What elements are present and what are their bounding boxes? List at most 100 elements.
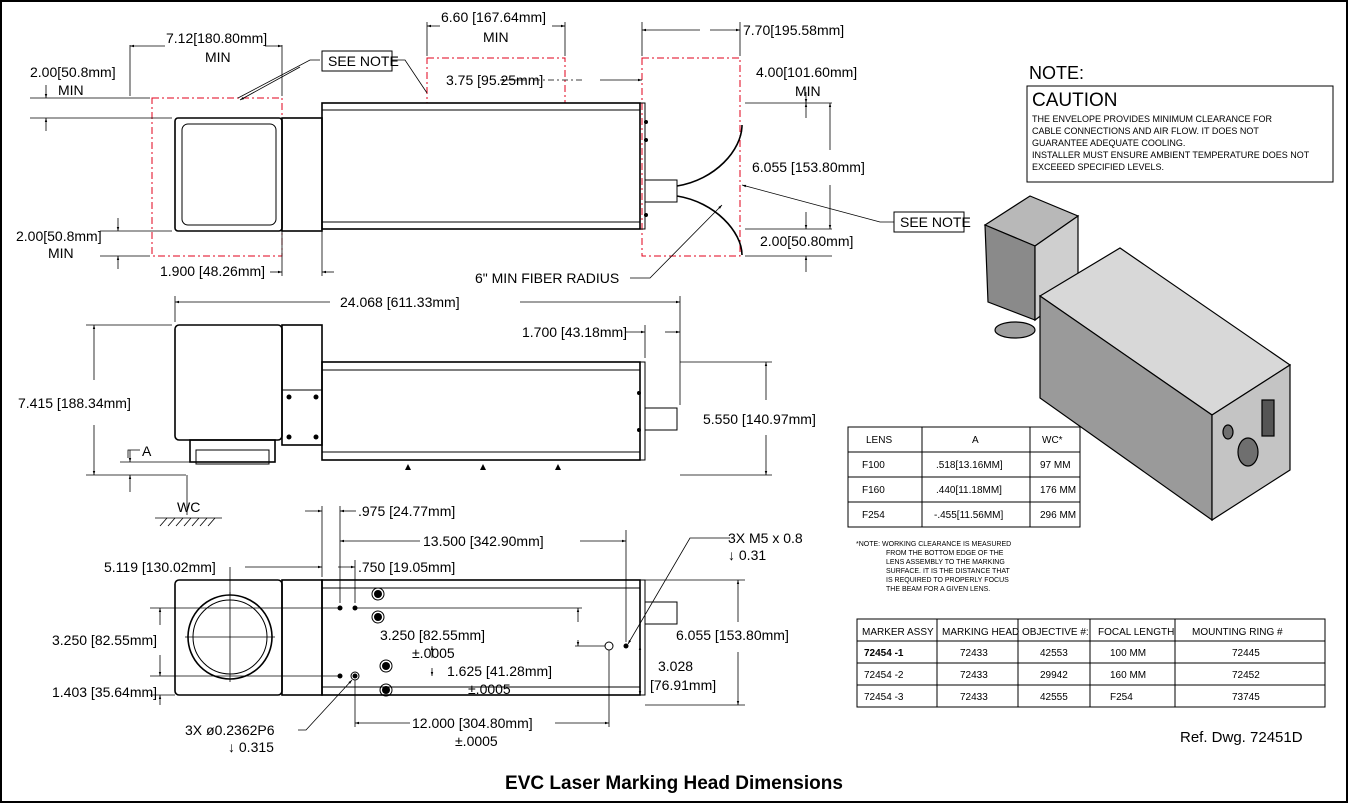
dim-1403: 1.403 [35.64mm] [52,684,157,700]
dim-24068: 24.068 [611.33mm] [340,294,460,310]
note-line-1: THE ENVELOPE PROVIDES MINIMUM CLEARANCE … [1032,114,1273,124]
assy-r3-c2: 72433 [960,692,988,703]
assy-r1-c2: 72433 [960,648,988,659]
assy-r2-c1: 72454 -2 [864,670,904,681]
dim-3250-tol: ±.0005 [412,645,455,661]
assy-r2-c4: 160 MM [1110,670,1146,681]
dim-770: 7.70[195.58mm] [743,22,844,38]
dim-660-min: MIN [483,29,509,45]
assy-r2-c2: 72433 [960,670,988,681]
side-connector [644,407,678,431]
label-a: A [142,443,152,459]
hole-callout-line2: ↓ 0.315 [228,739,274,755]
fiber-curve [676,124,743,187]
assy-r2-c3: 29942 [1040,670,1068,681]
assy-r2-c5: 72452 [1232,670,1260,681]
side-view: 24.068 [611.33mm] 1.700 [43.18mm] 7.415 … [18,294,816,527]
assy-header-1: MARKER ASSY [862,627,934,638]
note-block: NOTE: CAUTION THE ENVELOPE PROVIDES MINI… [1026,63,1334,183]
lens-note-5: IS REQUIRED TO PROPERLY FOCUS [886,577,1009,584]
dim-3250-mid: 3.250 [82.55mm] [380,627,485,643]
lens-a-3: -.455[11.56MM] [934,510,1004,521]
note-heading: NOTE: [1029,63,1084,83]
dim-1625-tol: ±.0005 [468,681,511,697]
lens-wc-2: 176 MM [1040,485,1076,496]
assy-header-3: OBJECTIVE #: [1022,627,1089,638]
dim-200-bot-min: MIN [48,245,74,261]
fiber-connector [644,179,678,203]
dim-975: .975 [24.77mm] [358,503,455,519]
dim-3028: 3.028 [658,658,693,674]
dim-1625: 1.625 [41.28mm] [447,663,552,679]
dim-12000-tol: ±.0005 [455,733,498,749]
assembly-table: MARKER ASSY MARKING HEAD OBJECTIVE #: FO… [856,618,1326,708]
bottom-connector [644,601,678,625]
iso-lens [994,321,1036,339]
lens-wc-1: 97 MM [1040,460,1071,471]
top-view: 7.12[180.80mm] MIN 6.60 [167.64mm] MIN 7… [16,9,971,286]
assy-r1-c4: 100 MM [1110,648,1146,659]
lens-note-6: THE BEAM FOR A GIVEN LENS. [886,586,990,593]
dim-375: 3.75 [95.25mm] [446,72,543,88]
see-note-box-2 [893,211,965,233]
dim-400: 4.00[101.60mm] [756,64,857,80]
side-lens [189,439,276,463]
bottom-view: .975 [24.77mm] 13.500 [342.90mm] 3X M5 x… [52,503,803,755]
drawing-title: EVC Laser Marking Head Dimensions [505,773,843,794]
dim-5550: 5.550 [140.97mm] [703,411,816,427]
lens-a-1: .518[13.16MM] [936,460,1003,471]
dim-6055-bottom: 6.055 [153.80mm] [676,627,789,643]
note-line-2: CABLE CONNECTIONS AND AIR FLOW. IT DOES … [1032,126,1259,136]
envelope-right [641,57,741,257]
note-line-5: EXCEEED SPECIFIED LEVELS. [1032,162,1164,172]
dim-200-right: 2.00[50.80mm] [760,233,853,249]
dim-200-bot: 2.00[50.8mm] [16,228,102,244]
assy-header-4: FOCAL LENGTH [1098,627,1174,638]
lens-note-3: LENS ASSEMBLY TO THE MARKING [886,559,1005,566]
assy-header-5: MOUNTING RING # [1192,627,1283,638]
reference-drawing: Ref. Dwg. 72451D [1180,729,1303,746]
hole-callout-line1: 3X ø0.2362P6 [185,722,275,738]
lens-name-3: F254 [862,510,885,521]
assy-r1-c5: 72445 [1232,648,1260,659]
lens-table: LENS A WC* F100 .518[13.16MM] 97 MM F160… [847,426,1081,593]
assy-r3-c1: 72454 -3 [864,692,904,703]
dim-200-top-min: MIN [58,82,84,98]
see-note-2: SEE NOTE [900,214,971,230]
lens-note-1: *NOTE: WORKING CLEARANCE IS MEASURED [856,541,1011,548]
m5-thread-line1: 3X M5 x 0.8 [728,530,803,546]
assy-r1-c1: 72454 -1 [864,648,904,659]
lens-header-wc: WC* [1042,435,1063,446]
lens-note-4: SURFACE. IT IS THE DISTANCE THAT [886,568,1011,575]
dim-1900: 1.900 [48.26mm] [160,263,265,279]
label-wc: WC [177,499,200,515]
assy-r3-c3: 42555 [1040,692,1068,703]
assy-r3-c5: 73745 [1232,692,1260,703]
lens-header-lens: LENS [866,435,892,446]
caution-box [1026,85,1334,183]
assy-r1-c3: 42553 [1040,648,1068,659]
dim-750: .750 [19.05mm] [358,559,455,575]
isometric-view [983,195,1292,522]
dim-7415: 7.415 [188.34mm] [18,395,131,411]
dim-712-min: MIN [205,49,231,65]
assy-header-2: MARKING HEAD [942,627,1019,638]
note-line-3: GUARANTEE ADEQUATE COOLING. [1032,138,1185,148]
lens-header-a: A [972,435,979,446]
lens-name-2: F160 [862,485,885,496]
dim-12000: 12.000 [304.80mm] [412,715,533,731]
lens-a-2: .440[11.18MM] [936,485,1002,496]
envelope-left [151,97,283,257]
lens-wc-3: 296 MM [1040,510,1076,521]
dim-3028-mm: [76.91mm] [650,677,716,693]
caution-label: CAUTION [1032,90,1118,111]
dim-13500: 13.500 [342.90mm] [423,533,544,549]
lens-note-2: FROM THE BOTTOM EDGE OF THE [886,550,1004,557]
note-line-4: INSTALLER MUST ENSURE AMBIENT TEMPERATUR… [1032,150,1310,160]
dim-5119: 5.119 [130.02mm] [104,559,216,575]
dim-1700: 1.700 [43.18mm] [522,324,627,340]
iso-port [1237,437,1259,467]
assy-r3-c4: F254 [1110,692,1133,703]
dim-400-min: MIN [795,83,821,99]
